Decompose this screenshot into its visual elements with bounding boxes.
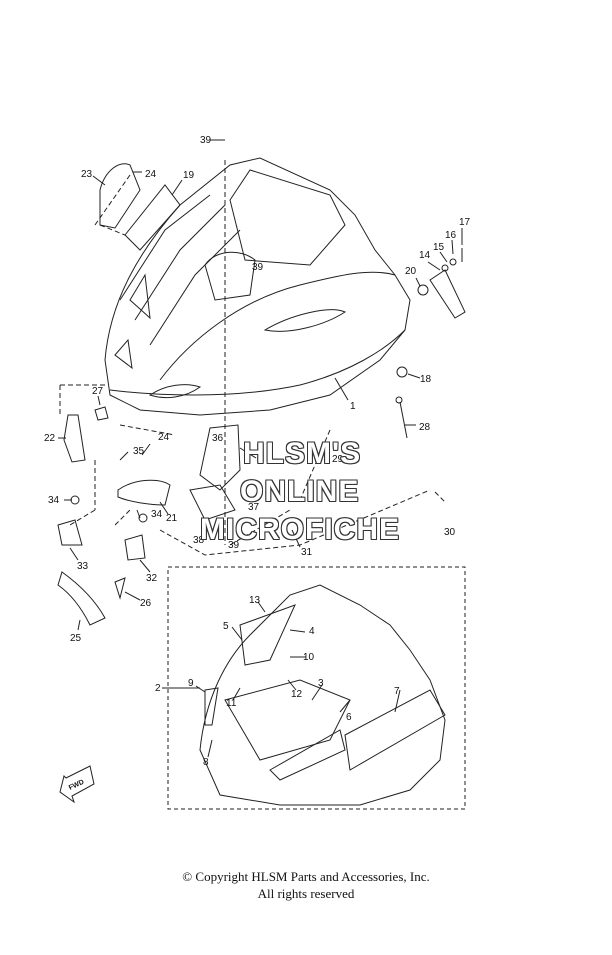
callout-33: 33: [77, 561, 89, 572]
watermark-line-1: HLSM'S: [243, 437, 362, 470]
callout-2: 2: [155, 683, 161, 694]
callout-38: 38: [193, 535, 205, 546]
callout-8: 8: [203, 757, 209, 768]
callout-15: 15: [433, 242, 445, 253]
callout-5: 5: [223, 621, 229, 632]
callout-24b: 24: [158, 432, 170, 443]
callout-34b: 34: [151, 509, 163, 520]
callout-22: 22: [44, 433, 56, 444]
callout-6: 6: [346, 712, 352, 723]
callout-26: 26: [140, 598, 152, 609]
panel-assy-box: [167, 566, 466, 810]
callout-20: 20: [405, 266, 417, 277]
fwd-arrow: [59, 765, 95, 804]
panel-assy-outline: [199, 584, 446, 806]
callout-39c: 39: [228, 540, 240, 551]
callout-24a: 24: [145, 169, 157, 180]
callout-34a: 34: [48, 495, 60, 506]
callout-9: 9: [188, 678, 194, 689]
callout-3: 3: [318, 678, 324, 689]
callout-10: 10: [303, 652, 315, 663]
callout-4: 4: [309, 626, 315, 637]
callout-1: 1: [350, 401, 356, 412]
callout-32: 32: [146, 573, 158, 584]
callout-30: 30: [444, 527, 456, 538]
reflector-22: [63, 414, 86, 463]
callout-25: 25: [70, 633, 82, 644]
reflector-25: [57, 571, 106, 626]
callout-29: 29: [332, 454, 344, 465]
callout-39b: 39: [252, 262, 264, 273]
callout-13: 13: [249, 595, 261, 606]
callout-19: 19: [183, 170, 195, 181]
callout-27: 27: [92, 386, 104, 397]
watermark-line-3: MICROFICHE: [200, 513, 400, 546]
callout-31: 31: [301, 547, 313, 558]
vent-21: [117, 479, 171, 506]
callout-11: 11: [226, 698, 237, 709]
side-panel-23: [99, 163, 141, 229]
callout-14: 14: [419, 250, 431, 261]
callout-23: 23: [81, 169, 93, 180]
callout-35: 35: [133, 446, 145, 457]
callout-39a: 39: [200, 135, 212, 146]
watermark-line-2: ONLINE: [240, 475, 360, 508]
callout-17: 17: [459, 217, 471, 228]
callout-18: 18: [420, 374, 432, 385]
copyright-line-2: All rights reserved: [257, 886, 355, 901]
callout-36: 36: [212, 433, 224, 444]
callout-37: 37: [248, 502, 260, 513]
callout-16: 16: [445, 230, 457, 241]
callout-21: 21: [166, 513, 178, 524]
callout-28: 28: [419, 422, 431, 433]
copyright-line-1: © Copyright HLSM Parts and Accessories, …: [182, 869, 430, 884]
callout-7: 7: [394, 686, 400, 697]
callout-12: 12: [291, 689, 303, 700]
hood-outline: [104, 157, 411, 416]
